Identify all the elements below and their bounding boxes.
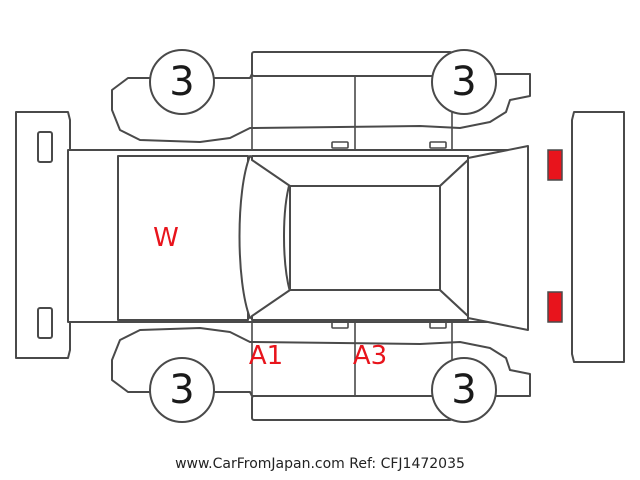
wheel-front-right-rating: 3	[169, 367, 194, 413]
rear-lamp-left	[547, 149, 563, 181]
damage-mark-front-door: A1	[249, 341, 283, 371]
wheel-rear-right-rating: 3	[451, 367, 476, 413]
rear-bumper	[571, 111, 625, 363]
side-panel-bottom	[111, 316, 531, 421]
rear-lamp-right	[547, 291, 563, 323]
side-panel-top	[111, 51, 531, 156]
front-bumper	[15, 111, 71, 359]
footer-reference: www.CarFromJapan.com Ref: CFJ1472035	[175, 456, 465, 472]
wheel-rear-left: 3	[431, 49, 497, 115]
wheel-front-left: 3	[149, 49, 215, 115]
damage-mark-rear-door: A3	[353, 341, 387, 371]
wheel-front-left-rating: 3	[169, 59, 194, 105]
wheel-rear-left-rating: 3	[451, 59, 476, 105]
wheel-rear-right: 3	[431, 357, 497, 423]
damage-mark-hood: W	[153, 223, 179, 253]
car-body-top-view	[67, 145, 529, 331]
wheel-front-right: 3	[149, 357, 215, 423]
